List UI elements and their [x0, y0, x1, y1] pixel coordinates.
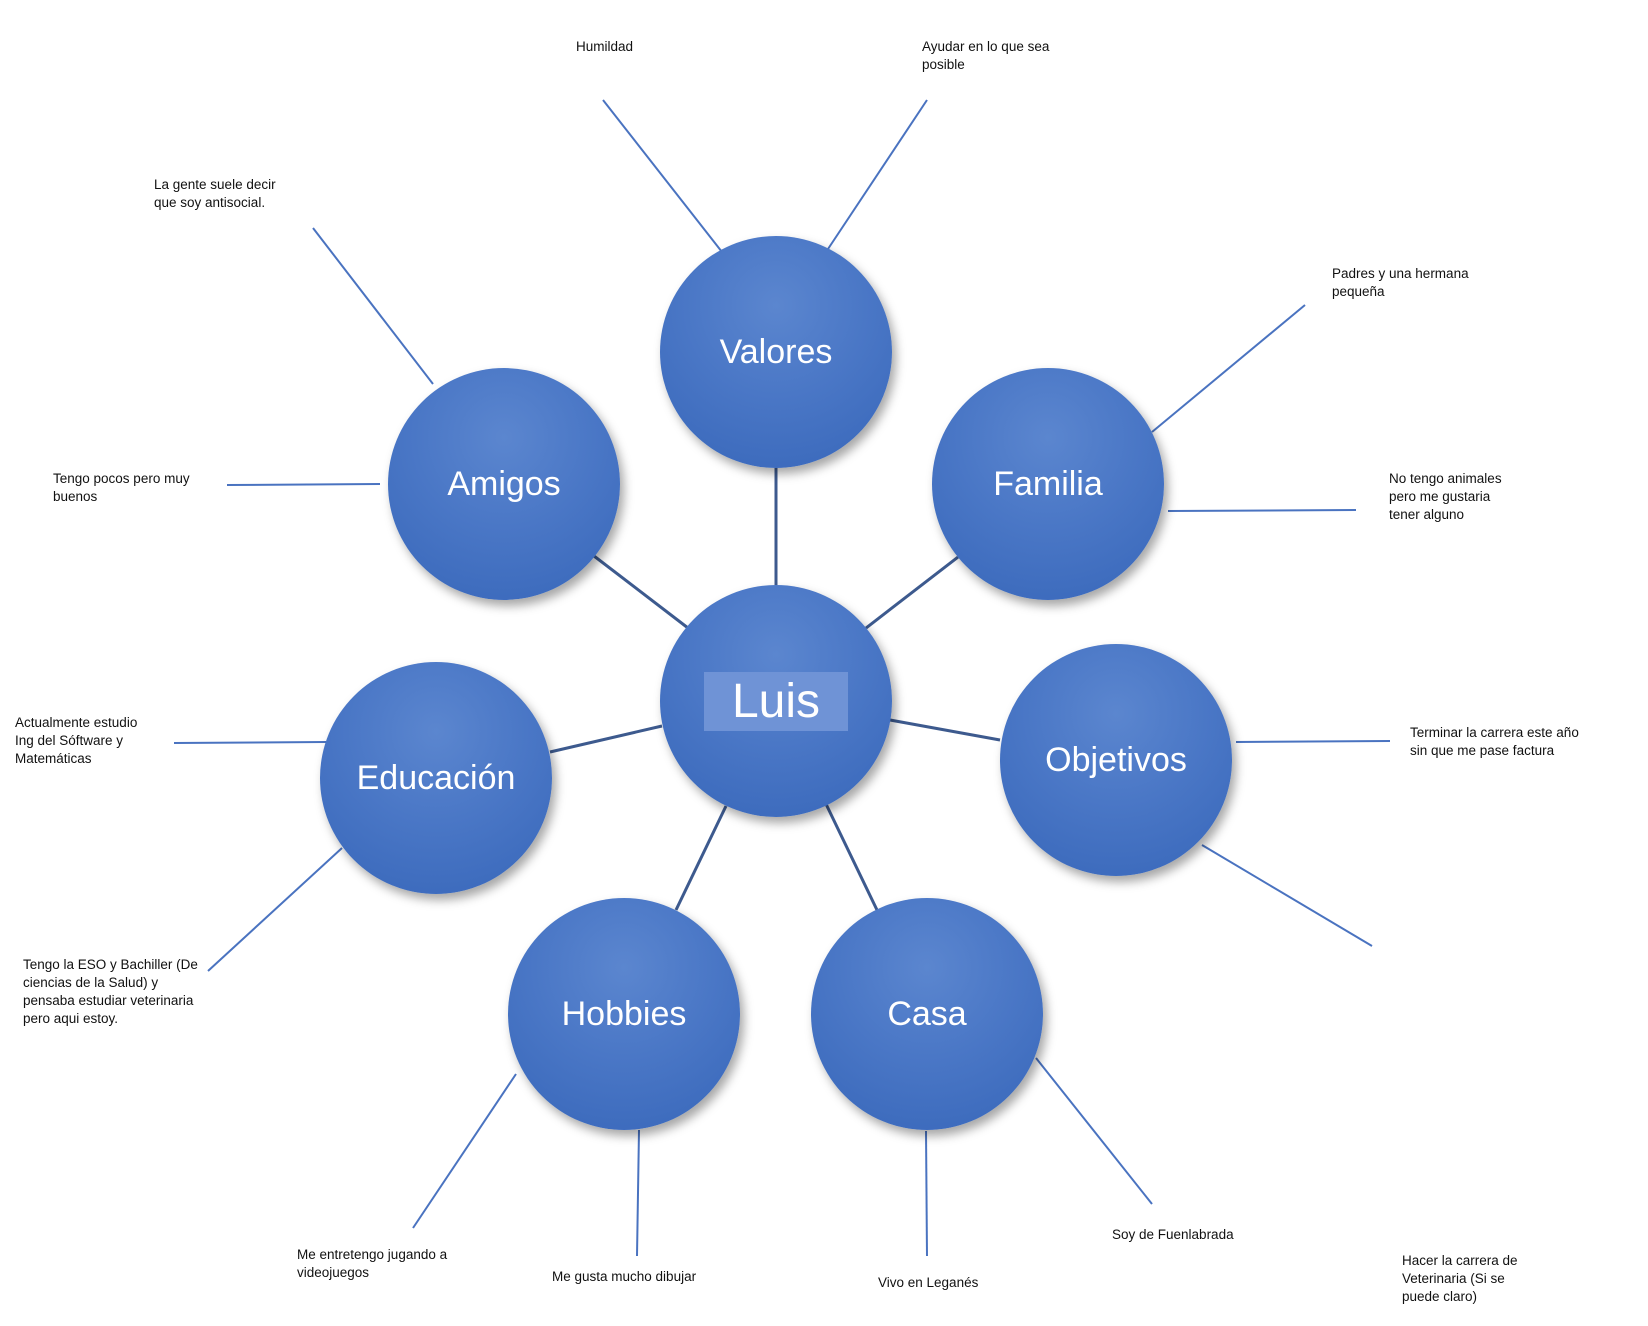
node-educacion-label: Educación	[356, 758, 516, 797]
node-amigos-label: Amigos	[447, 464, 561, 503]
node-casa-label: Casa	[887, 994, 967, 1033]
note-pocos: Tengo pocos pero muy buenos	[53, 471, 190, 504]
note-eso: Tengo la ESO y Bachiller (De ciencias de…	[23, 957, 198, 1026]
line-eso	[207, 847, 343, 972]
spoke-casa	[824, 803, 879, 911]
node-amigos: Amigos	[388, 368, 620, 600]
note-dibujar: Me gusta mucho dibujar	[552, 1269, 697, 1284]
note-veterinaria: Hacer la carrera de Veterinaria (Si se p…	[1402, 1253, 1518, 1304]
spoke-familia	[865, 555, 959, 630]
node-familia: Familia	[932, 368, 1164, 600]
line-humildad	[602, 99, 723, 253]
line-veterinaria	[1201, 844, 1373, 947]
line-carrera	[1235, 740, 1391, 743]
node-hobbies: Hobbies	[508, 898, 740, 1130]
center-label-box: Luis	[703, 671, 849, 731]
note-animales: No tengo animales pero me gustaria tener…	[1389, 471, 1502, 522]
center-label: Luis	[731, 674, 821, 728]
node-valores: Valores	[660, 236, 892, 468]
line-videojuegos	[412, 1073, 517, 1229]
spoke-hobbies	[674, 805, 728, 911]
spoke-amigos	[593, 554, 689, 630]
line-leganes	[925, 1130, 928, 1257]
line-dibujar	[636, 1129, 640, 1257]
line-antisocial	[312, 227, 434, 385]
line-padres	[1151, 304, 1306, 433]
node-casa: Casa	[811, 898, 1043, 1130]
line-pocos	[226, 483, 381, 486]
note-videojuegos: Me entretengo jugando a videojuegos	[297, 1247, 448, 1280]
spoke-educacion	[549, 724, 663, 754]
note-fuenlabrada: Soy de Fuenlabrada	[1112, 1227, 1234, 1242]
note-padres: Padres y una hermana pequeña	[1332, 266, 1469, 299]
line-estudio	[173, 741, 327, 744]
node-center: Luis	[660, 585, 892, 817]
node-valores-label: Valores	[719, 332, 833, 371]
node-objetivos: Objetivos	[1000, 644, 1232, 876]
note-antisocial: La gente suele decir que soy antisocial.	[154, 177, 276, 210]
line-ayudar	[825, 99, 928, 253]
note-carrera: Terminar la carrera este año sin que me …	[1410, 725, 1579, 758]
node-objetivos-label: Objetivos	[1045, 740, 1187, 779]
node-familia-label: Familia	[993, 464, 1103, 503]
node-hobbies-label: Hobbies	[561, 994, 687, 1033]
line-animales	[1167, 509, 1357, 512]
spoke-objetivos	[889, 718, 1001, 742]
node-educacion: Educación	[320, 662, 552, 894]
note-ayudar: Ayudar en lo que sea posible	[922, 39, 1050, 72]
line-fuenlabrada	[1035, 1057, 1153, 1205]
note-leganes: Vivo en Leganés	[878, 1275, 979, 1290]
note-humildad: Humildad	[576, 39, 634, 54]
note-estudio: Actualmente estudio Ing del Sóftware y M…	[15, 715, 138, 766]
